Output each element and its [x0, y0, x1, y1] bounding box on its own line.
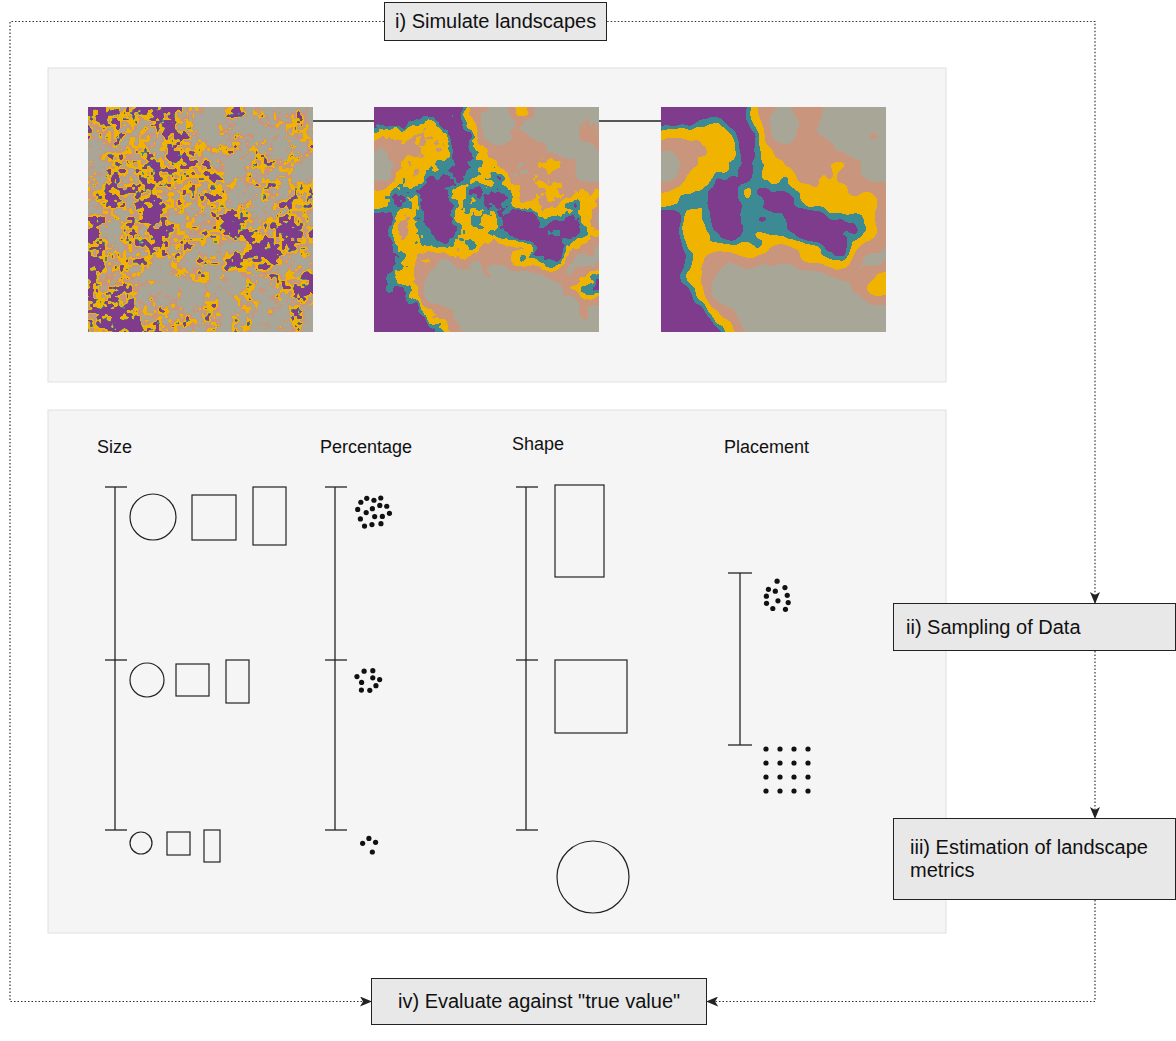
sample-point	[791, 788, 796, 793]
sample-point	[805, 788, 810, 793]
sample-point	[782, 585, 787, 590]
sample-point	[364, 496, 369, 501]
sample-point	[387, 511, 392, 516]
sample-point	[764, 601, 769, 606]
sample-point	[370, 506, 375, 511]
sample-point	[763, 788, 768, 793]
sample-point	[358, 500, 363, 505]
sample-point	[775, 598, 780, 603]
step-label: iii) Estimation of landscape metrics	[910, 836, 1165, 882]
dotted-connector	[607, 22, 1095, 604]
step-box: i) Simulate landscapes	[384, 2, 607, 41]
sample-point	[362, 524, 367, 529]
sample-point	[370, 668, 375, 673]
sample-point	[377, 677, 382, 682]
sample-point	[384, 504, 389, 509]
sample-point	[777, 788, 782, 793]
sample-point	[786, 600, 791, 605]
factor-label: Placement	[724, 437, 809, 458]
landscape-medium	[374, 107, 599, 332]
step-label: iv) Evaluate against "true value"	[398, 990, 680, 1013]
sample-point	[764, 594, 769, 599]
sample-point	[805, 774, 810, 779]
dotted-connector	[707, 900, 1095, 1002]
sample-point	[783, 607, 788, 612]
scale-brackets	[105, 487, 752, 830]
sample-point	[777, 760, 782, 765]
sample-point	[364, 510, 369, 515]
landscape-coarse	[661, 107, 886, 332]
sample-point	[359, 687, 364, 692]
sample-point	[777, 774, 782, 779]
sample-points	[354, 495, 810, 854]
sample-point	[773, 589, 778, 594]
sample-point	[380, 514, 385, 519]
step-label: ii) Sampling of Data	[906, 616, 1165, 639]
landscape-panel	[48, 68, 946, 382]
dotted-connector	[10, 22, 384, 1002]
factor-label: Percentage	[320, 437, 412, 458]
sample-point	[763, 760, 768, 765]
sample-point	[358, 516, 363, 521]
plot-shapes	[130, 485, 629, 913]
sample-point	[354, 674, 359, 679]
sample-point	[766, 587, 771, 592]
sample-point	[373, 840, 378, 845]
step-label: i) Simulate landscapes	[395, 10, 596, 33]
step-box: iv) Evaluate against "true value"	[371, 978, 707, 1025]
sample-point	[370, 675, 375, 680]
sample-point	[355, 507, 360, 512]
sample-point	[370, 849, 375, 854]
sample-point	[805, 760, 810, 765]
step-box: ii) Sampling of Data	[893, 603, 1176, 651]
sample-point	[378, 495, 383, 500]
sample-point	[359, 680, 364, 685]
step-box: iii) Estimation of landscape metrics	[893, 818, 1176, 900]
sample-point	[763, 774, 768, 779]
sample-point	[763, 746, 768, 751]
sample-point	[785, 593, 790, 598]
landscape-fine	[88, 107, 313, 332]
sample-point	[770, 606, 775, 611]
sample-point	[774, 579, 779, 584]
sample-point	[369, 522, 374, 527]
sample-point	[777, 746, 782, 751]
sample-point	[377, 503, 382, 508]
sample-point	[791, 746, 796, 751]
factor-label: Shape	[512, 434, 564, 455]
sample-point	[360, 841, 365, 846]
sample-point	[372, 514, 377, 519]
factor-label: Size	[97, 437, 132, 458]
sampling-panel	[48, 410, 946, 933]
dotted-connector	[1094, 651, 1095, 818]
sample-point	[373, 683, 378, 688]
sample-point	[366, 836, 371, 841]
sample-point	[362, 669, 367, 674]
sample-point	[791, 760, 796, 765]
sample-point	[791, 774, 796, 779]
sample-point	[371, 498, 376, 503]
sample-point	[805, 746, 810, 751]
sample-point	[378, 521, 383, 526]
sample-point	[367, 688, 372, 693]
